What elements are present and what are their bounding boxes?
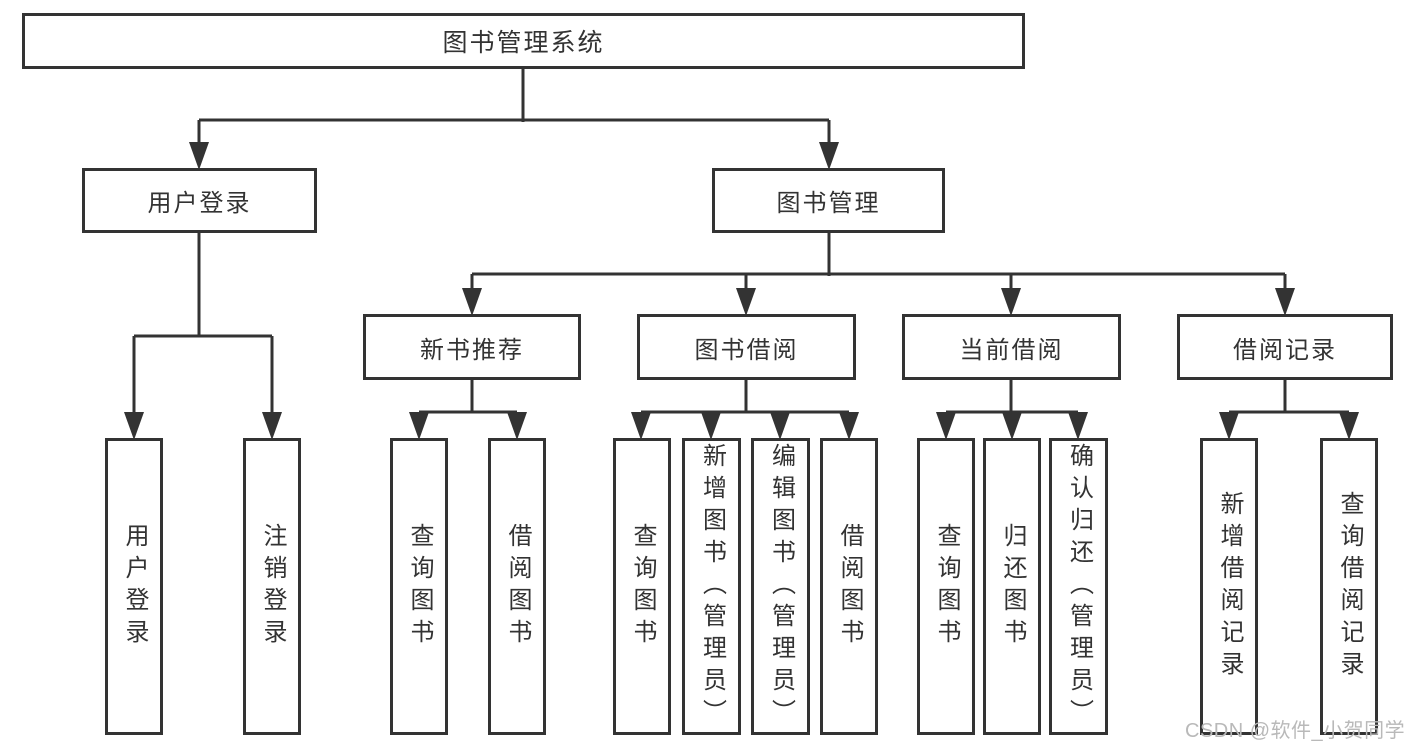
- node-book-borrow-label: 图书借阅: [694, 336, 799, 364]
- leaf-user-login: 用户登录: [105, 438, 163, 735]
- arrowheads: [124, 142, 1359, 440]
- leaf-records-query-label: 查询借阅记录: [1336, 490, 1363, 683]
- leaf-borrow-add-admin: 新增图书（管理员）: [682, 438, 741, 735]
- node-new-book-recommend-label: 新书推荐: [420, 336, 524, 364]
- leaf-records-add: 新增借阅记录: [1200, 438, 1258, 735]
- leaf-newbook-borrow: 借阅图书: [488, 438, 546, 735]
- node-book-management-label: 图书管理: [776, 190, 881, 217]
- leaf-records-add-label: 新增借阅记录: [1216, 490, 1243, 683]
- leaf-current-query: 查询图书: [917, 438, 975, 735]
- leaf-newbook-query-label: 查询图书: [406, 522, 433, 651]
- leaf-borrow-edit-admin-label: 编辑图书（管理员）: [767, 442, 795, 731]
- node-current-borrow: 当前借阅: [902, 314, 1121, 380]
- leaf-logout-label: 注销登录: [259, 522, 286, 651]
- leaf-records-query: 查询借阅记录: [1320, 438, 1378, 735]
- node-current-borrow-label: 当前借阅: [959, 336, 1064, 364]
- leaf-current-return-label: 归还图书: [999, 522, 1026, 651]
- leaf-borrow-add-admin-label: 新增图书（管理员）: [698, 442, 726, 731]
- leaf-current-return: 归还图书: [983, 438, 1041, 735]
- leaf-borrow-query: 查询图书: [613, 438, 671, 735]
- node-user-login-label: 用户登录: [147, 190, 252, 217]
- node-book-borrow: 图书借阅: [637, 314, 856, 380]
- leaf-newbook-query: 查询图书: [390, 438, 448, 735]
- node-user-login: 用户登录: [82, 168, 317, 233]
- leaf-borrow-borrow: 借阅图书: [820, 438, 878, 735]
- node-borrow-records: 借阅记录: [1177, 314, 1393, 380]
- leaf-current-query-label: 查询图书: [933, 522, 960, 651]
- node-book-management: 图书管理: [712, 168, 945, 233]
- node-library-system: 图书管理系统: [22, 13, 1025, 69]
- leaf-borrow-edit-admin: 编辑图书（管理员）: [751, 438, 810, 735]
- node-library-system-label: 图书管理系统: [442, 29, 605, 57]
- leaf-current-confirm-admin-label: 确认归还（管理员）: [1065, 442, 1093, 731]
- watermark: CSDN @软件_小贺同学: [1185, 720, 1405, 742]
- leaf-current-confirm-admin: 确认归还（管理员）: [1049, 438, 1108, 735]
- leaf-logout: 注销登录: [243, 438, 301, 735]
- leaf-user-login-label: 用户登录: [121, 522, 148, 651]
- node-borrow-records-label: 借阅记录: [1233, 336, 1337, 364]
- leaf-borrow-borrow-label: 借阅图书: [836, 522, 863, 651]
- leaf-newbook-borrow-label: 借阅图书: [504, 522, 531, 651]
- leaf-borrow-query-label: 查询图书: [629, 522, 656, 651]
- node-new-book-recommend: 新书推荐: [363, 314, 581, 380]
